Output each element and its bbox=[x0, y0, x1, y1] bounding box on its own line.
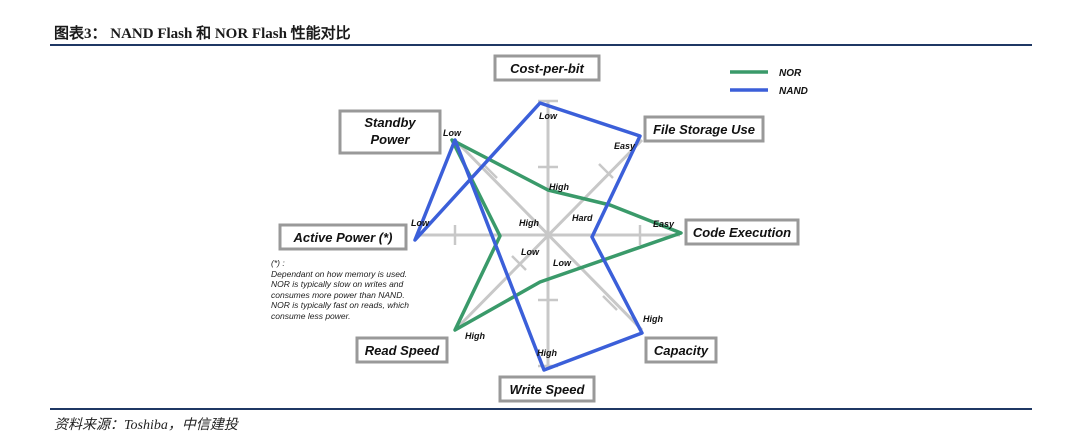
nand-series-polygon bbox=[413, 101, 644, 372]
tick-label: High bbox=[549, 182, 569, 192]
footnote-line: NOR is typically slow on writes and bbox=[271, 279, 404, 289]
source-note: 资料来源：Toshiba，中信建投 bbox=[54, 418, 238, 433]
tick-label: Low bbox=[411, 218, 430, 228]
tick-label: Low bbox=[443, 128, 462, 138]
category-label-active-power: Active Power (*) bbox=[293, 230, 393, 245]
tick-mark bbox=[598, 163, 614, 179]
tick-label: High bbox=[537, 348, 557, 358]
tick-label: Hard bbox=[572, 213, 593, 223]
footnote-line: (*) : bbox=[271, 258, 285, 268]
footnote-line: consume less power. bbox=[271, 310, 351, 321]
category-label-write-speed: Write Speed bbox=[510, 382, 586, 397]
category-box-cost-per-bit: Cost-per-bit bbox=[493, 54, 601, 82]
tick-label: High bbox=[465, 331, 485, 341]
axis-diagonal-nw-se bbox=[453, 138, 644, 332]
footnote: (*) : Dependant on how memory is used. N… bbox=[271, 258, 441, 321]
axis-lines bbox=[418, 99, 680, 368]
tick-mark bbox=[482, 163, 498, 179]
category-label-file-storage-use: File Storage Use bbox=[653, 122, 755, 137]
footnote-line: NOR is typically fast on reads, which bbox=[271, 300, 409, 310]
category-label-capacity: Capacity bbox=[654, 343, 709, 358]
tick-label: Low bbox=[521, 247, 540, 257]
tick-label: High bbox=[519, 218, 539, 228]
category-label-standby-power: Standby bbox=[364, 115, 416, 130]
category-label-standby-power-line2: Power bbox=[370, 132, 410, 147]
legend-label-nand: NAND bbox=[779, 86, 808, 97]
legend-label-nor: NOR bbox=[779, 68, 802, 79]
category-box-active-power: Active Power (*) bbox=[278, 223, 408, 251]
tick-labels: Low High Easy Hard Easy High High Low Hi… bbox=[411, 111, 675, 358]
category-box-capacity: Capacity bbox=[644, 336, 718, 364]
category-label-read-speed: Read Speed bbox=[365, 343, 440, 358]
top-rule bbox=[50, 44, 1032, 46]
tick-label: Easy bbox=[653, 219, 675, 229]
category-box-file-storage-use: File Storage Use bbox=[643, 115, 765, 143]
tick-mark bbox=[511, 255, 527, 271]
category-box-read-speed: Read Speed bbox=[355, 336, 449, 364]
category-box-write-speed: Write Speed bbox=[498, 375, 596, 403]
tick-label: Easy bbox=[614, 141, 636, 151]
tick-label: High bbox=[643, 314, 663, 324]
category-label-cost-per-bit: Cost-per-bit bbox=[510, 61, 584, 76]
legend: NOR NAND bbox=[730, 68, 808, 97]
category-label-code-execution: Code Execution bbox=[693, 225, 791, 240]
footnote-line: Dependant on how memory is used. bbox=[271, 268, 408, 279]
tick-label: Low bbox=[553, 258, 572, 268]
tick-mark bbox=[602, 295, 618, 311]
category-box-standby-power: Standby Power bbox=[338, 109, 442, 155]
footnote-line: consumes more power than NAND. bbox=[271, 289, 405, 300]
figure-title: 图表3： NAND Flash 和 NOR Flash 性能对比 bbox=[54, 26, 351, 42]
tick-label: Low bbox=[539, 111, 558, 121]
bottom-rule bbox=[50, 408, 1032, 410]
category-box-code-execution: Code Execution bbox=[684, 218, 800, 246]
